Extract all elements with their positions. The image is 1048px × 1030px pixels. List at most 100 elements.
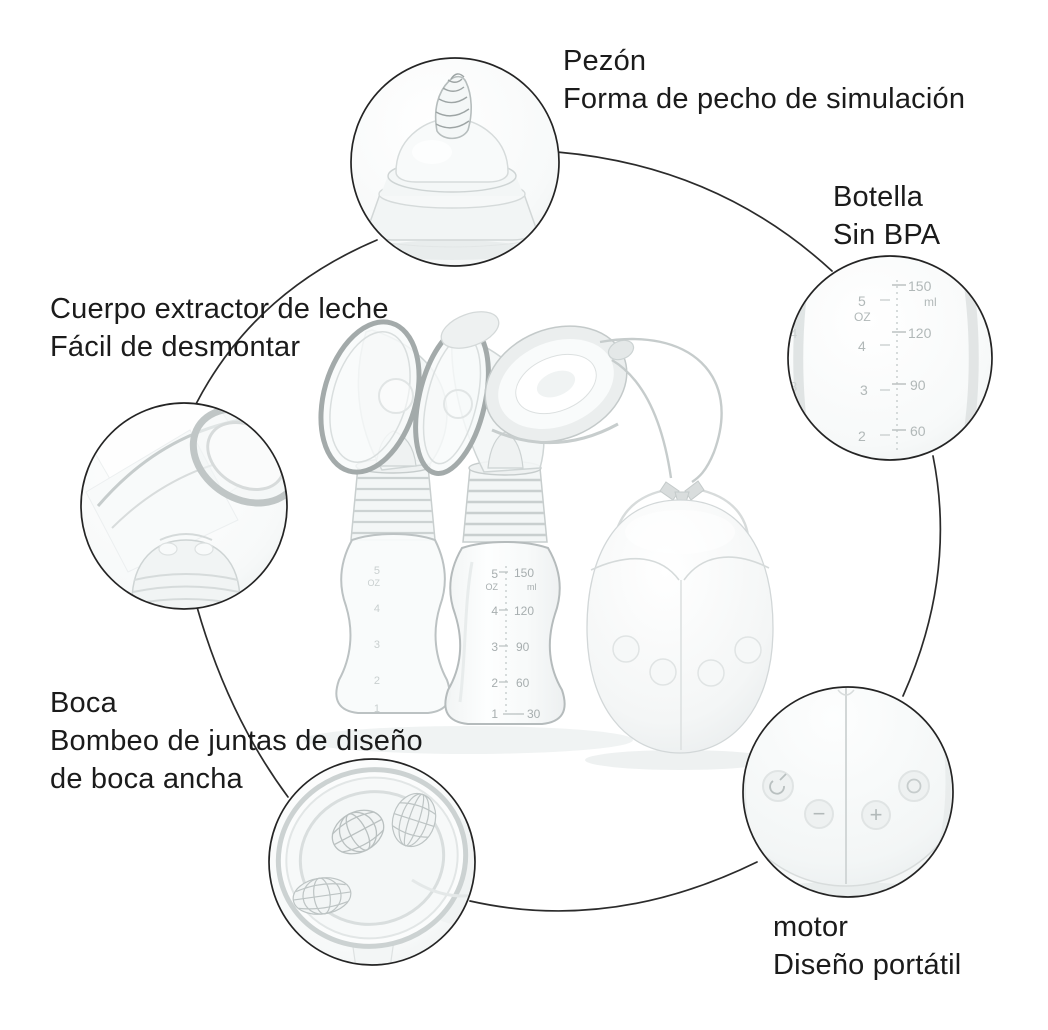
inset-faint-3: 3 <box>790 379 797 394</box>
scale-oz-unit: OZ <box>486 582 499 592</box>
label-pezon-subtitle: Forma de pecho de simulación <box>563 83 966 115</box>
egg-button-1 <box>612 635 640 663</box>
scale-oz-2: 2 <box>374 675 380 687</box>
scale-oz-1: 1 <box>374 703 380 715</box>
scale-oz-1: 1 <box>491 707 498 721</box>
callout-pezon <box>350 57 560 267</box>
scale-ml-unit: ml <box>527 582 537 592</box>
bottle-reflection <box>303 726 633 754</box>
nipple-spiral <box>435 73 470 129</box>
scale-ml-60: 60 <box>516 676 530 690</box>
label-boca: Boca Bombeo de juntas de diseño de boca … <box>50 684 423 798</box>
inset-ml-120: 120 <box>908 325 932 341</box>
bottle-front-scale: 5 OZ 4 3 2 1 150 ml 120 90 60 30 <box>486 566 541 721</box>
label-cuerpo-title: Cuerpo extractor de leche <box>50 293 389 325</box>
motor-egg-body <box>586 499 774 754</box>
inset-oz-3: 3 <box>860 382 868 398</box>
bottle-back: 5 OZ 4 3 2 1 <box>335 458 451 715</box>
scale-oz-5: 5 <box>374 565 380 577</box>
label-boca-subtitle: Bombeo de juntas de diseño <box>50 725 423 757</box>
inset-scale-text: 150 ml 120 90 60 5 OZ 4 3 2 <box>854 278 937 444</box>
label-motor: motor Diseño portátil <box>773 908 961 984</box>
scale-oz-4: 4 <box>374 603 380 615</box>
label-pezon-title: Pezón <box>563 45 647 77</box>
inset-ml-60: 60 <box>910 423 926 439</box>
inset-scale-text-faint: 4 3 <box>790 326 797 394</box>
label-cuerpo-subtitle: Fácil de desmontar <box>50 331 301 363</box>
inset-faint-4: 4 <box>790 326 797 341</box>
minus-icon: − <box>813 801 826 826</box>
callout-botella: 150 ml 120 90 60 5 OZ 4 3 2 4 3 <box>787 255 993 461</box>
scale-oz-3: 3 <box>491 640 498 654</box>
orbit-arc-top-to-botella <box>556 151 833 272</box>
label-motor-title: motor <box>773 911 849 943</box>
inset-ml-90: 90 <box>910 377 926 393</box>
inset-ml-unit: ml <box>924 295 937 309</box>
orbit-arc-top-to-cuerpo <box>195 239 378 405</box>
pump-cap <box>440 311 635 445</box>
motor-reflection <box>585 750 775 770</box>
label-botella-title: Botella <box>833 181 924 213</box>
label-cuerpo: Cuerpo extractor de leche Fácil de desmo… <box>50 290 389 366</box>
label-pezon: Pezón Forma de pecho de simulación <box>563 42 965 118</box>
inset-oz-ticks <box>880 299 890 436</box>
motor-button-plus <box>861 800 891 830</box>
scale-oz-4: 4 <box>491 604 498 618</box>
inset-oz-2: 2 <box>858 428 866 444</box>
orbit-arc-botella-to-motor <box>902 455 942 697</box>
label-boca-title: Boca <box>50 687 117 719</box>
inset-oz-5: 5 <box>858 293 866 309</box>
mesh-valve-2 <box>391 792 437 848</box>
botella-circle <box>787 255 993 461</box>
scale-oz-2: 2 <box>491 676 498 690</box>
motor-button-minus <box>804 799 834 829</box>
teat-dome <box>395 117 509 183</box>
motor-button-power <box>898 770 930 802</box>
egg-button-3 <box>697 659 725 687</box>
bottle-front-body <box>444 541 566 725</box>
bottle-front: 5 OZ 4 3 2 1 150 ml 120 90 60 30 <box>444 460 566 725</box>
cuerpo-circle <box>80 402 288 610</box>
label-boca-subtitle2: de boca ancha <box>50 763 243 795</box>
bottle-front-threads <box>464 478 546 537</box>
scale-ml-30: 30 <box>527 707 541 721</box>
scale-ml-150: 150 <box>514 566 534 580</box>
label-botella: Botella Sin BPA <box>833 178 940 254</box>
teat-nipple <box>434 75 472 140</box>
product-photo: 5 OZ 4 3 2 1 <box>303 311 775 770</box>
orbit-lines <box>195 151 942 912</box>
motor-button-mode <box>762 770 794 802</box>
callout-cuerpo <box>80 402 288 610</box>
orbit-arc-cuerpo-to-boca <box>196 606 289 798</box>
scale-oz-5: 5 <box>491 567 498 581</box>
power-icon <box>906 778 922 794</box>
label-motor-subtitle: Diseño portátil <box>773 949 962 981</box>
mode-icon <box>769 773 787 795</box>
inset-oz-unit: OZ <box>854 310 871 324</box>
orbit-arc-boca-to-motor <box>469 861 758 912</box>
scale-ml-120: 120 <box>514 604 534 618</box>
scale-oz-3: 3 <box>374 639 380 651</box>
bottle-front-ticks <box>499 571 524 715</box>
motor-circle <box>742 686 954 898</box>
plus-icon: + <box>870 802 883 827</box>
egg-button-4 <box>734 636 762 664</box>
motor-egg <box>586 499 774 754</box>
inset-ml-150: 150 <box>908 278 932 294</box>
boca-inset-photo <box>275 767 474 964</box>
pezon-inset-photo <box>367 73 537 260</box>
inset-oz-4: 4 <box>858 338 866 354</box>
bottle-back-scale: 5 OZ 4 3 2 1 <box>368 565 381 715</box>
label-botella-subtitle: Sin BPA <box>833 219 941 251</box>
scale-oz-unit: OZ <box>368 578 381 588</box>
bottle-back-threads <box>352 476 434 535</box>
callout-boca <box>268 758 476 966</box>
boca-circle <box>268 758 476 966</box>
egg-button-2 <box>649 658 677 686</box>
pezon-circle <box>350 57 560 267</box>
scale-ml-90: 90 <box>516 640 530 654</box>
mesh-valve-1 <box>331 809 385 855</box>
mesh-valve-3 <box>292 877 352 915</box>
